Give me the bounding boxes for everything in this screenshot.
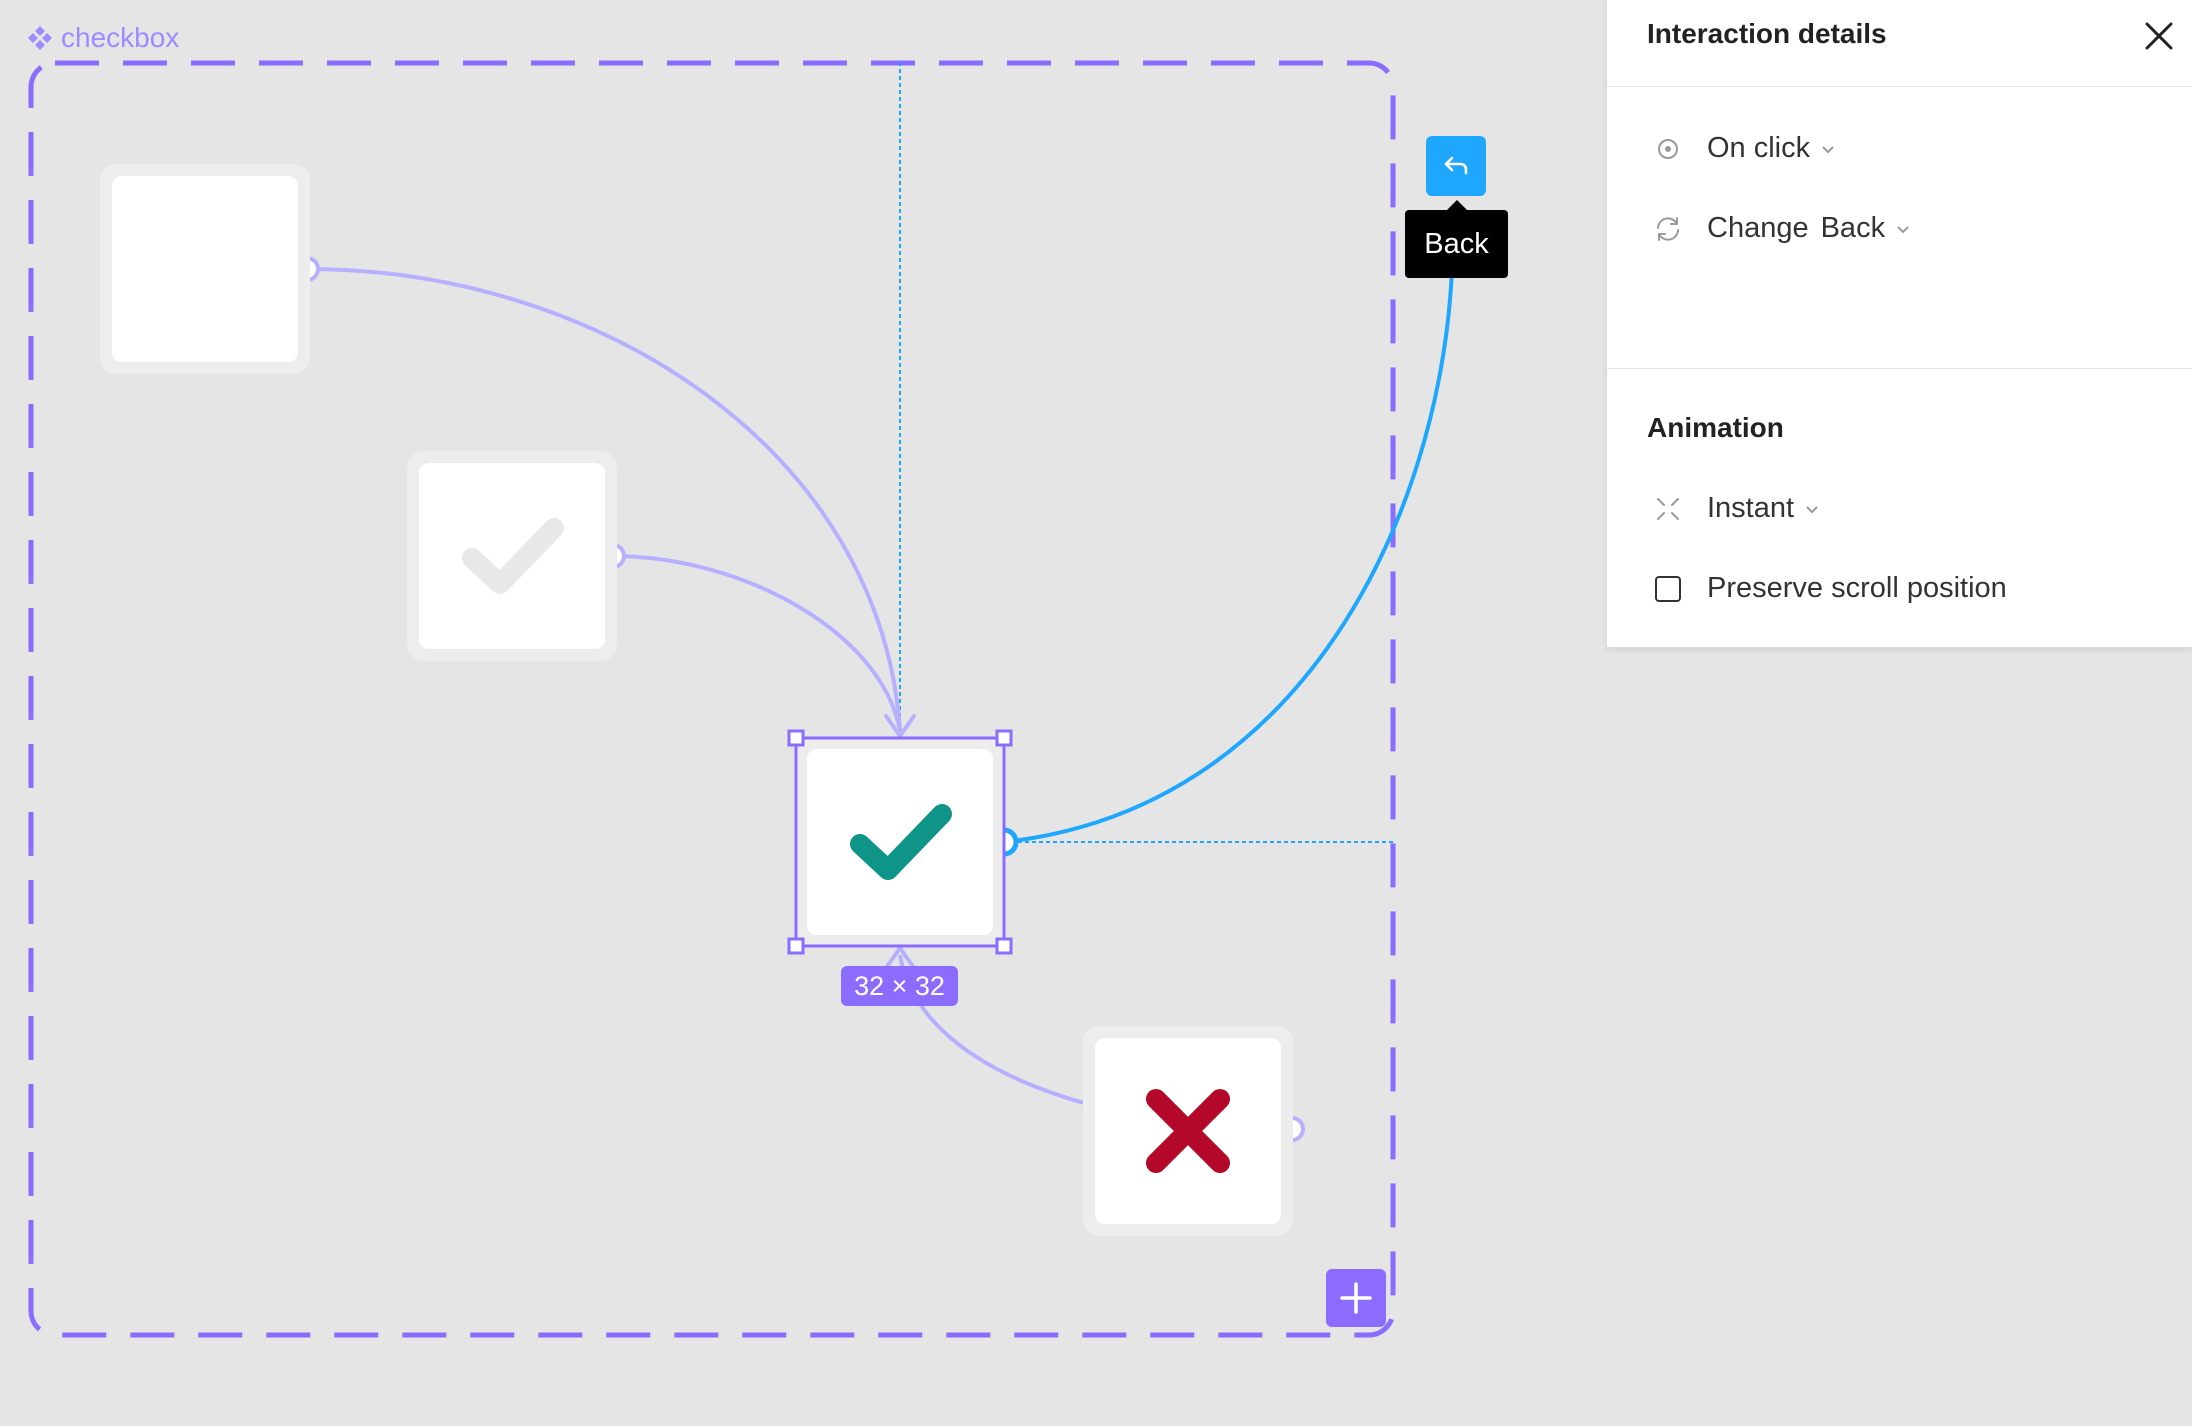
component-frame[interactable] — [28, 60, 1396, 1338]
checkbox-box — [1095, 1038, 1281, 1224]
size-badge: 32 × 32 — [841, 966, 958, 1006]
checkmark-icon — [850, 804, 952, 880]
component-name: checkbox — [61, 22, 180, 53]
add-variant-button[interactable] — [1326, 1269, 1386, 1327]
swap-icon — [1657, 216, 1679, 241]
resize-handle — [787, 729, 805, 747]
preserve-scroll-option[interactable]: Preserve scroll position — [1653, 572, 2007, 605]
chevron-down-icon — [1822, 145, 1834, 153]
arrowhead-top — [884, 714, 916, 738]
preserve-scroll-checkbox[interactable] — [1655, 575, 1681, 602]
action-select[interactable]: Change Back — [1653, 212, 1911, 245]
animation-section-title: Animation — [1647, 412, 1784, 443]
action-value: Back — [1820, 212, 1886, 244]
variant-checked[interactable] — [795, 737, 1005, 947]
preserve-scroll-label: Preserve scroll position — [1707, 572, 2007, 604]
close-icon[interactable] — [2141, 18, 2177, 54]
animation-type-label: Instant — [1707, 492, 1795, 524]
action-label: Change — [1707, 212, 1809, 244]
checkbox-box — [112, 176, 298, 362]
divider — [1607, 368, 2192, 369]
resize-handle — [995, 729, 1013, 747]
target-icon — [1658, 138, 1678, 159]
component-icon — [28, 26, 52, 50]
resize-handle — [995, 937, 1013, 955]
checkmark-icon — [462, 518, 564, 594]
arrowhead-bottom — [884, 946, 916, 970]
variant-checked-disabled[interactable] — [407, 451, 617, 661]
chevron-down-icon — [1897, 225, 1909, 233]
checkbox-box — [807, 749, 993, 935]
checkbox-box — [419, 463, 605, 649]
connection-disabled-to-checked[interactable] — [612, 554, 902, 731]
interaction-details-panel: Interaction details On click Change Back… — [1606, 0, 2192, 648]
variant-unchecked[interactable] — [100, 164, 310, 374]
divider — [1607, 86, 2192, 87]
back-destination-button[interactable] — [1426, 136, 1486, 196]
animation-type-select[interactable]: Instant — [1653, 492, 1820, 525]
trigger-label: On click — [1707, 132, 1811, 164]
chevron-down-icon — [1806, 505, 1818, 513]
variant-invalid[interactable] — [1083, 1026, 1293, 1236]
return-arrow-icon — [1444, 156, 1468, 175]
selection-outline[interactable] — [785, 727, 1015, 957]
instant-icon — [1657, 497, 1679, 520]
resize-handle — [787, 937, 805, 955]
component-label[interactable]: checkbox — [27, 22, 179, 54]
x-mark-icon — [1146, 1089, 1230, 1173]
connection-unchecked-to-checked[interactable] — [306, 267, 902, 731]
trigger-select[interactable]: On click — [1653, 132, 1836, 165]
back-connection[interactable] — [1003, 269, 1454, 844]
back-tooltip: Back — [1405, 200, 1508, 278]
plus-icon — [1340, 1282, 1372, 1314]
panel-title: Interaction details — [1647, 18, 1887, 49]
